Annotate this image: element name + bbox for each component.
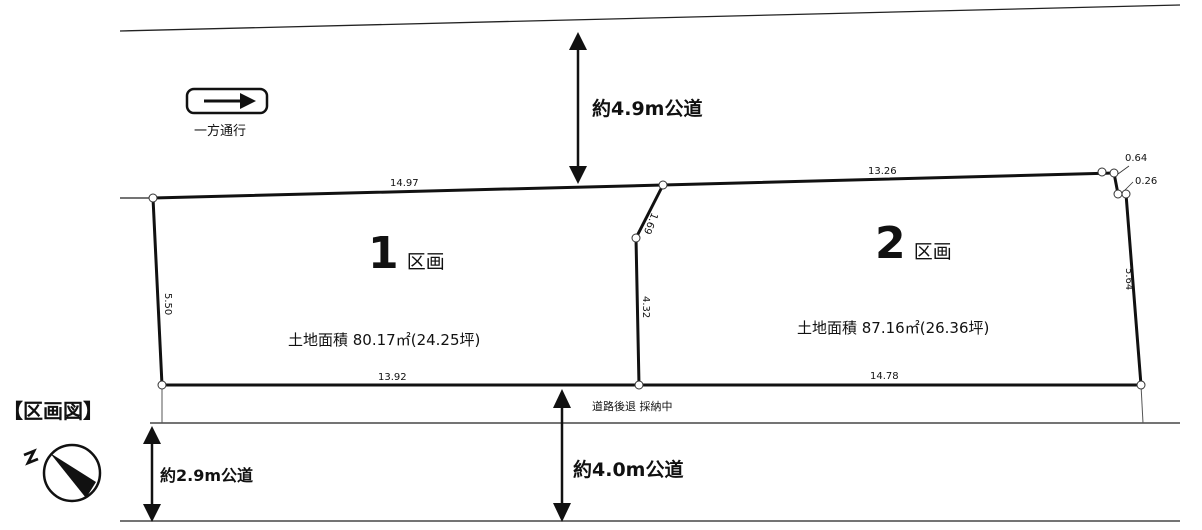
corner-markers [148,167,1146,390]
corner-marker [631,233,641,243]
north-compass-icon [23,443,102,503]
corner-marker [157,380,167,390]
lot1-area: 土地面積 80.17㎡(24.25坪) [288,331,480,349]
lot2-area: 土地面積 87.16㎡(26.36坪) [797,319,989,337]
road-label-bottom-left: 約2.9m公道 [160,466,253,485]
corner-marker [1121,189,1131,199]
dim-corner-a: 0.64 [1125,153,1147,164]
lot1-label: 1 区画 [368,228,445,279]
dim-corner-b: 0.26 [1135,176,1157,187]
setback-right [1140,384,1144,424]
corner-marker [148,193,158,203]
double-arrow-bottom-right-road [553,389,571,522]
lot2-label: 2 区画 [875,218,952,269]
corner-marker [634,380,644,390]
corner-marker [1109,168,1119,178]
corner-marker [1113,189,1123,199]
corner-marker [658,180,668,190]
lot1-suffix: 区画 [407,251,445,273]
dim-bottom-lot2: 14.78 [870,371,899,382]
corner-marker [1097,167,1107,177]
lot2-number: 2 [875,218,906,269]
dim-top-lot2: 13.26 [868,166,897,177]
dim-left: 5.50 [162,293,173,315]
lot1-number: 1 [368,228,399,279]
corner-leader [1124,181,1134,191]
corner-marker [1136,380,1146,390]
plan-title: 【区画図】 [3,399,103,423]
lot2-suffix: 区画 [914,241,952,263]
lot-boundary [151,171,1143,387]
road-label-top: 約4.9m公道 [592,97,702,120]
corner-leader [1117,165,1130,175]
dim-divider-lower: 4.32 [640,296,651,318]
dim-right: 5.64 [1123,268,1134,290]
one-way-sign [185,87,269,115]
one-way-arrow-icon [240,93,256,109]
double-arrow-bottom-left-road [143,426,161,522]
top-road-edge [119,4,1181,32]
road-label-bottom-right: 約4.0m公道 [573,458,683,481]
one-way-label: 一方通行 [194,123,246,139]
double-arrow-top-road [569,32,587,184]
dim-bottom-lot1: 13.92 [378,372,407,383]
setback-note: 道路後退 採納中 [592,399,673,413]
dim-top-lot1: 14.97 [390,178,419,189]
